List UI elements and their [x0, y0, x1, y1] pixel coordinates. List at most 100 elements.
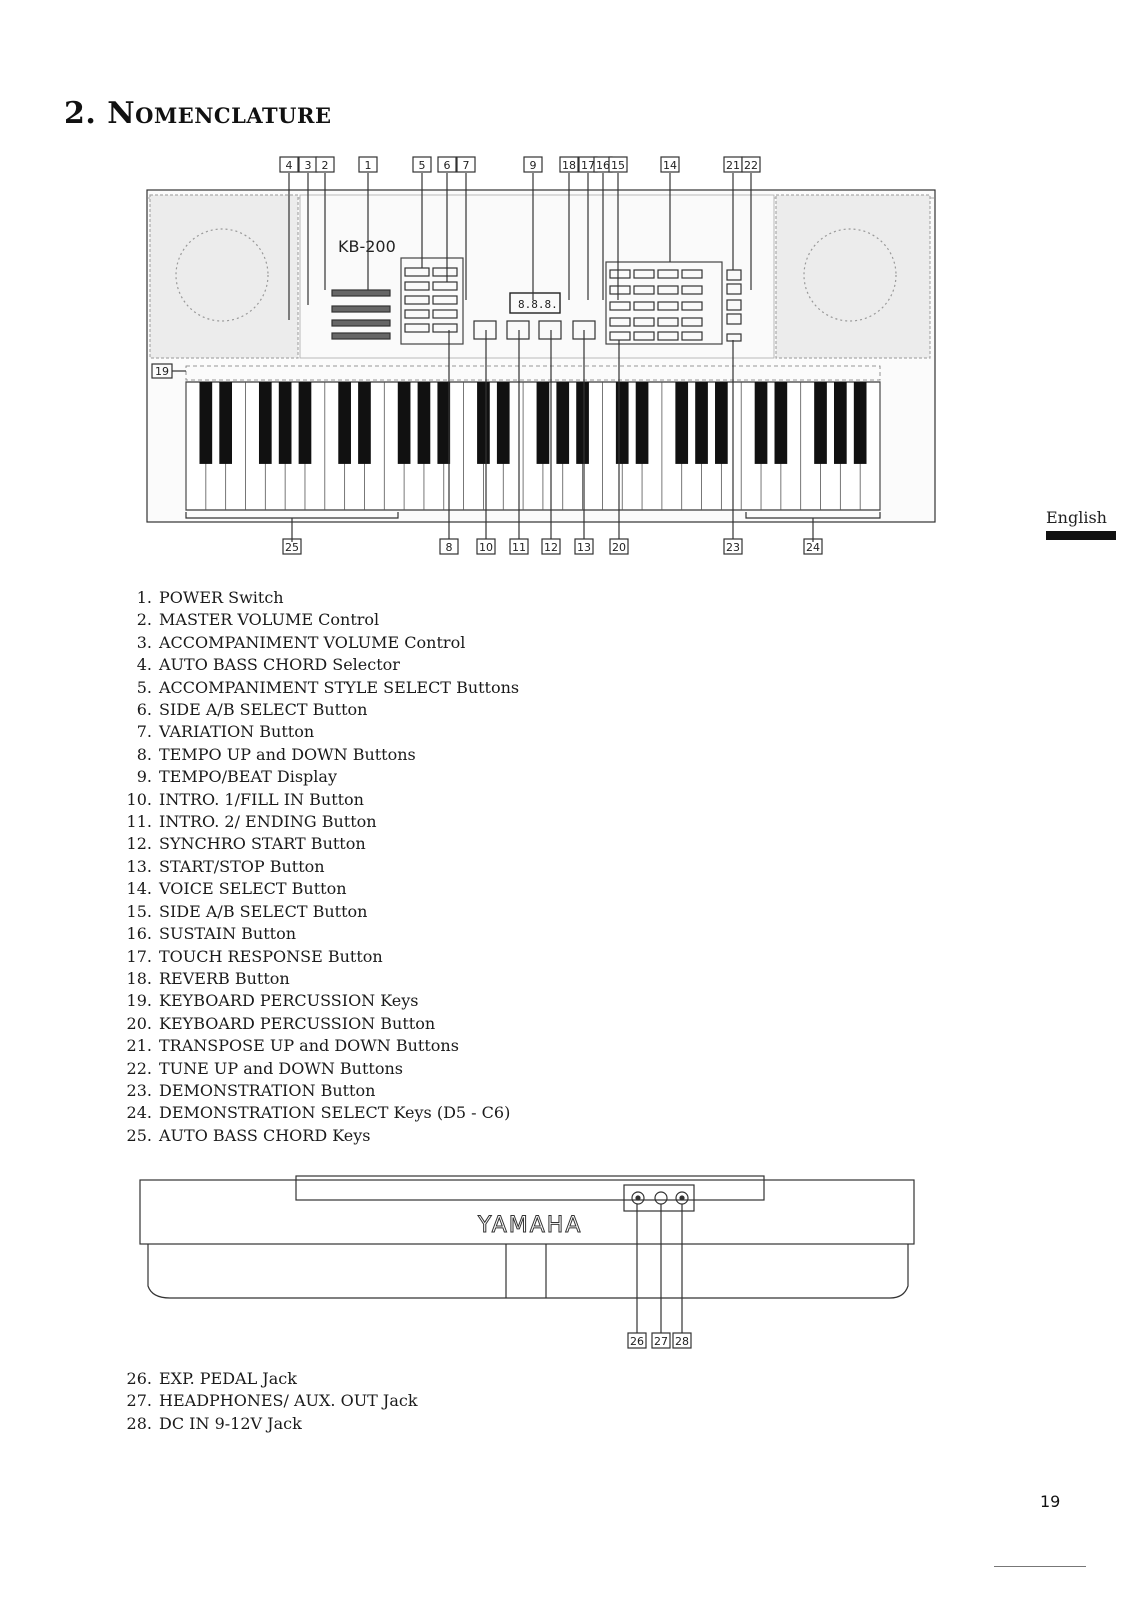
- black-key: [814, 382, 827, 464]
- black-key: [833, 382, 847, 464]
- callout-2-label: 2: [322, 159, 329, 172]
- callout-3-label: 3: [305, 159, 312, 172]
- front-part-item: 23.DEMONSTRATION Button: [116, 1080, 519, 1102]
- black-key: [338, 382, 351, 464]
- transpose-tune-buttons: [726, 269, 742, 342]
- callout-6-box: [437, 156, 457, 173]
- black-key: [219, 382, 233, 464]
- front-part-item: 13.START/STOP Button: [116, 856, 519, 878]
- part-number: 6.: [136, 700, 152, 720]
- part-name: KEYBOARD PERCUSSION Keys: [159, 991, 419, 1011]
- headphones-jack-icon: [654, 1191, 668, 1205]
- right-speaker-grille: [775, 194, 931, 359]
- black-key: [615, 382, 629, 464]
- part-number: 3.: [136, 632, 152, 652]
- rear-body-lower: [147, 1244, 909, 1299]
- part-name: SIDE A/B SELECT Button: [159, 700, 368, 720]
- part-name: SUSTAIN Button: [159, 924, 297, 944]
- front-part-item: 24.DEMONSTRATION SELECT Keys (D5 - C6): [116, 1102, 519, 1124]
- callout-16-label: 16: [596, 159, 610, 172]
- front-part-item: 7.VARIATION Button: [116, 721, 519, 743]
- part-name: AUTO BASS CHORD Selector: [159, 655, 400, 675]
- black-key: [556, 382, 570, 464]
- black-key: [576, 382, 589, 464]
- keyboard-percussion-strip: [185, 365, 881, 381]
- part-name: KEYBOARD PERCUSSION Button: [159, 1013, 436, 1033]
- callout-17-label: 17: [581, 159, 595, 172]
- part-number: 19.: [126, 991, 152, 1011]
- callout-8-label: 8: [446, 541, 453, 554]
- black-key: [675, 382, 689, 464]
- part-number: 1.: [136, 588, 152, 607]
- part-name: HEADPHONES/ AUX. OUT Jack: [159, 1391, 418, 1411]
- callout-25-label: 25: [285, 541, 299, 554]
- callout-23-label: 23: [726, 541, 740, 554]
- callout-28-box: [672, 1332, 692, 1349]
- callout-26-box: [627, 1332, 647, 1349]
- callout-4-box: [279, 156, 299, 173]
- part-number: 13.: [126, 856, 152, 876]
- rear-top-lid: [295, 1175, 765, 1201]
- footer-rule: [994, 1566, 1086, 1567]
- black-key: [754, 382, 768, 464]
- callout-15-label: 15: [611, 159, 625, 172]
- callout-9-label: 9: [530, 159, 537, 172]
- part-name: SIDE A/B SELECT Button: [159, 901, 368, 921]
- model-label: KB-200: [338, 237, 396, 256]
- part-number: 12.: [126, 834, 152, 854]
- right-speaker-icon: [803, 228, 897, 322]
- rear-part-item: 26.EXP. PEDAL Jack: [116, 1368, 418, 1390]
- front-part-item: 14.VOICE SELECT Button: [116, 878, 519, 900]
- callout-24-label: 24: [806, 541, 820, 554]
- callout-6-label: 6: [444, 159, 451, 172]
- callout-26-label: 26: [630, 1335, 644, 1348]
- part-number: 2.: [136, 610, 152, 630]
- left-speaker-icon: [175, 228, 269, 322]
- black-key: [278, 382, 292, 464]
- callout-20-label: 20: [612, 541, 626, 554]
- language-tab: English: [1046, 508, 1126, 540]
- callout-23-box: [723, 538, 743, 555]
- part-number: 26.: [126, 1369, 152, 1388]
- control-panel: [299, 194, 775, 359]
- part-name: DC IN 9-12V Jack: [159, 1413, 302, 1433]
- part-name: DEMONSTRATION Button: [159, 1080, 376, 1100]
- part-name: INTRO. 1/FILL IN Button: [159, 789, 364, 809]
- part-number: 8.: [136, 744, 152, 764]
- part-name: ACCOMPANIMENT STYLE SELECT Buttons: [159, 677, 520, 697]
- callout-9-box: [523, 156, 543, 173]
- callout-14-box: [660, 156, 680, 173]
- front-part-item: 4.AUTO BASS CHORD Selector: [116, 654, 519, 676]
- callout-8-box: [439, 538, 459, 555]
- callout-15-box: [608, 156, 628, 173]
- part-number: 20.: [126, 1013, 152, 1033]
- part-name: INTRO. 2/ ENDING Button: [159, 812, 377, 832]
- part-number: 9.: [136, 767, 152, 787]
- callout-22-label: 22: [744, 159, 758, 172]
- part-number: 10.: [126, 789, 152, 809]
- black-key: [635, 382, 649, 464]
- part-name: VARIATION Button: [159, 722, 315, 742]
- callout-14-label: 14: [663, 159, 677, 172]
- page-title: 2. Nomenclature: [64, 96, 332, 131]
- part-name: AUTO BASS CHORD Keys: [159, 1125, 371, 1145]
- callout-10-label: 10: [479, 541, 493, 554]
- black-key: [199, 382, 213, 464]
- black-key: [258, 382, 272, 464]
- rhythm-control-buttons: [473, 320, 596, 340]
- front-part-item: 22.TUNE UP and DOWN Buttons: [116, 1058, 519, 1080]
- black-key: [774, 382, 788, 464]
- part-name: VOICE SELECT Button: [159, 879, 347, 899]
- front-part-item: 6. SIDE A/B SELECT Button: [116, 699, 519, 721]
- callout-20-box: [609, 538, 629, 555]
- black-key: [477, 382, 490, 464]
- black-key: [496, 382, 510, 464]
- tempo-display-reading: 8.8.8.: [518, 298, 558, 311]
- rear-part-item: 28.DC IN 9-12V Jack: [116, 1413, 418, 1435]
- part-name: DEMONSTRATION SELECT Keys (D5 - C6): [159, 1103, 511, 1123]
- front-part-item: 8.TEMPO UP and DOWN Buttons: [116, 744, 519, 766]
- part-name: ACCOMPANIMENT VOLUME Control: [159, 632, 466, 652]
- callout-1-box: [358, 156, 378, 173]
